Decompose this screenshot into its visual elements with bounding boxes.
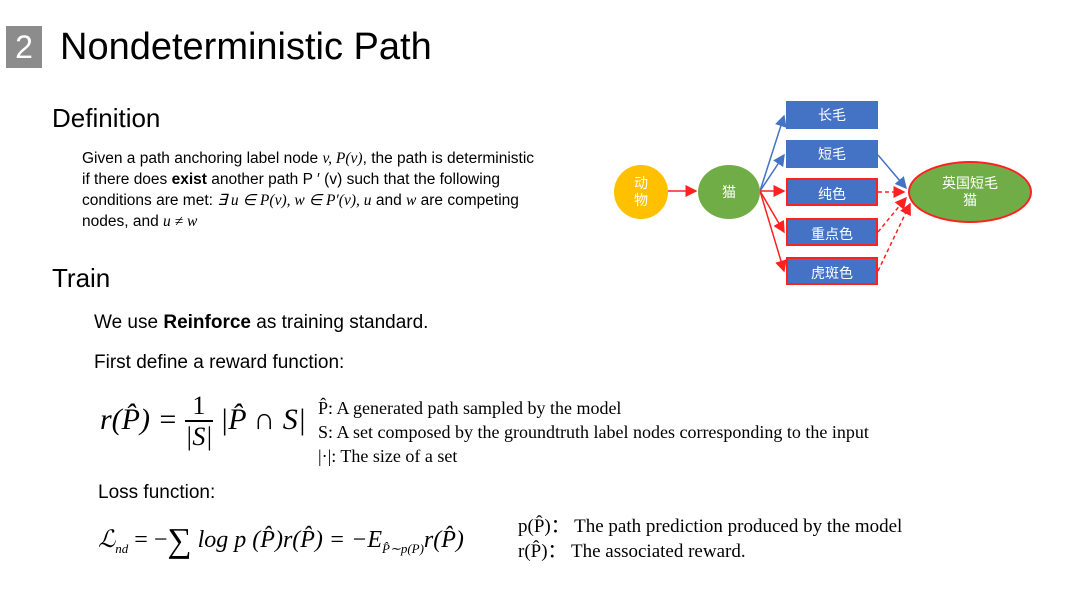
reward-fraction: 1|S| xyxy=(185,392,213,452)
fraction-numerator: 1 xyxy=(185,392,213,422)
slide-number: 2 xyxy=(6,26,42,68)
loss-equals: = − xyxy=(128,527,168,553)
text-span: and xyxy=(371,192,406,209)
text-span: conditions are met: xyxy=(82,192,218,209)
node-cat: 猫 xyxy=(698,165,760,219)
text-span: nodes, and xyxy=(82,213,164,230)
train-line-1: We use Reinforce as training standard. xyxy=(94,311,428,335)
text-span: are competing xyxy=(416,192,519,209)
loss-notes: p(P̂)： The path prediction produced by t… xyxy=(518,514,902,564)
formula-lhs: r(P̂) = xyxy=(100,402,186,436)
node-point-color: 重点色 xyxy=(786,218,878,246)
loss-expression: log p (P̂)r(P̂) = −E xyxy=(191,527,382,553)
node-long-hair: 长毛 xyxy=(786,101,878,129)
text-span: We use xyxy=(94,312,164,333)
definition-line-1: Given a path anchoring label node v, P(v… xyxy=(82,148,602,169)
definition-line-4: nodes, and u ≠ w xyxy=(82,211,602,232)
note-path-prediction: p(P̂)： The path prediction produced by t… xyxy=(518,514,902,539)
text-span: another path P ′ (v) such that the follo… xyxy=(206,171,500,188)
reward-notes: P̂: A generated path sampled by the mode… xyxy=(318,396,869,468)
train-line-2: First define a reward function: xyxy=(94,352,345,373)
sum-symbol: ∑ xyxy=(167,522,192,560)
node-solid-color: 纯色 xyxy=(786,178,878,206)
text-span: if there does xyxy=(82,171,172,188)
bold-span: Reinforce xyxy=(163,312,251,333)
node-tabby-color: 虎斑色 xyxy=(786,257,878,285)
math-span: v, P(v) xyxy=(322,150,363,167)
math-span: w xyxy=(406,192,417,209)
loss-subscript: nd xyxy=(115,541,129,556)
loss-symbol: ℒ xyxy=(98,527,116,553)
definition-line-3: conditions are met: ∃ u ∈ P(v), w ∈ P′(v… xyxy=(82,190,602,211)
definition-line-2: if there does exist another path P ′ (v)… xyxy=(82,169,602,190)
edge-cat-long-hair xyxy=(759,114,787,192)
note-symbol: p(P̂)： xyxy=(518,516,570,537)
edge-cat-point xyxy=(759,190,785,234)
text-span: , the path is deterministic xyxy=(362,150,535,167)
expectation-subscript: P̂∼p(P) xyxy=(381,541,424,556)
text-span: Given a path anchoring label node xyxy=(82,150,323,167)
math-span: u ≠ w xyxy=(163,213,198,230)
loss-label: Loss function: xyxy=(98,482,216,503)
note-groundtruth-set: S: A set composed by the groundtruth lab… xyxy=(318,422,869,442)
note-text: The associated reward. xyxy=(566,541,746,562)
definition-text: Given a path anchoring label node v, P(v… xyxy=(82,148,602,232)
edge-tabby-british xyxy=(877,202,911,272)
note-reward: r(P̂)： The associated reward. xyxy=(518,539,902,564)
loss-formula: ℒnd = −∑ log p (P̂)r(P̂) = −EP̂∼p(P)r(P̂… xyxy=(98,522,464,567)
edge-short-hair-british xyxy=(877,154,907,190)
train-heading: Train xyxy=(52,263,111,293)
math-span: ∃ u ∈ P(v), w ∈ P′(v), u xyxy=(217,192,372,209)
note-set-size: |·|: The size of a set xyxy=(318,446,458,466)
fraction-denominator: |S| xyxy=(185,422,213,451)
edge-point-british xyxy=(877,196,907,233)
edge-cat-short-hair xyxy=(759,153,785,192)
note-text: The path prediction produced by the mode… xyxy=(569,516,903,537)
definition-heading: Definition xyxy=(52,103,161,133)
node-animal: 动 物 xyxy=(614,165,668,219)
text-span: as training standard. xyxy=(251,312,429,333)
bold-span: exist xyxy=(171,171,207,188)
loss-reward: r(P̂) xyxy=(423,527,464,553)
edge-cat-tabby xyxy=(759,190,787,273)
formula-rhs: |P̂ ∩ S| xyxy=(220,402,306,436)
slide-title: Nondeterministic Path xyxy=(60,26,432,68)
note-generated-path: P̂: A generated path sampled by the mode… xyxy=(318,398,622,418)
node-short-hair: 短毛 xyxy=(786,140,878,168)
reward-formula: r(P̂) = 1|S| |P̂ ∩ S| xyxy=(100,392,306,452)
note-symbol: r(P̂)： xyxy=(518,541,567,562)
node-british-shorthair: 英国短毛 猫 xyxy=(908,161,1032,223)
